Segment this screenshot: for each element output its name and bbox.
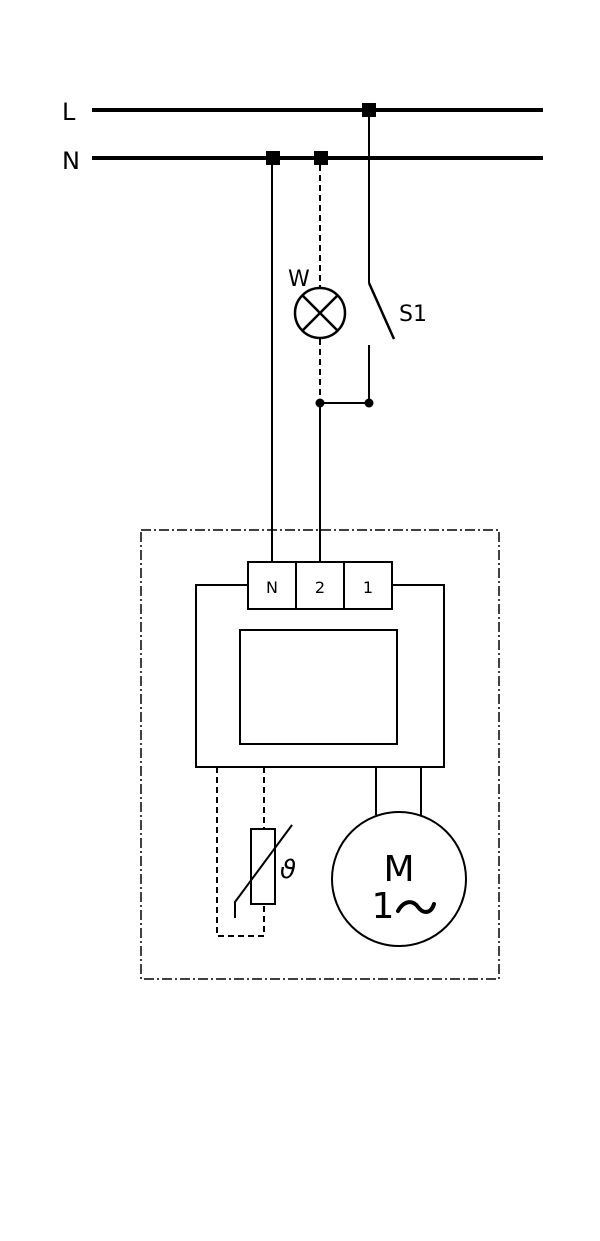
switch-blade-icon [367, 282, 396, 340]
terminal-2-label: 2 [315, 578, 325, 597]
thermistor-loop [216, 767, 265, 937]
terminal-n-label: N [266, 578, 278, 597]
node-dot-right [364, 398, 374, 408]
motor-ac-tilde-icon [396, 900, 436, 914]
junction-l [362, 103, 376, 117]
device-enclosure [140, 529, 500, 980]
terminal-block [247, 561, 393, 610]
controller-display [239, 629, 398, 745]
junction-n-2 [314, 151, 328, 165]
controller-body [195, 584, 445, 768]
terminal-1-label: 1 [363, 578, 373, 597]
rail-l-label: L [62, 98, 76, 126]
lamp-icon [293, 286, 347, 340]
rail-n-label: N [62, 147, 80, 175]
motor-icon [331, 811, 467, 947]
thermistor-slash-icon [234, 824, 293, 918]
thermistor-symbol: ϑ [280, 855, 296, 885]
motor-label-top: M [383, 849, 414, 890]
motor-label-bottom: 1 [372, 886, 395, 927]
thermistor-icon [250, 828, 276, 905]
lamp-label: W [288, 267, 310, 292]
switch-label: S1 [399, 302, 427, 327]
